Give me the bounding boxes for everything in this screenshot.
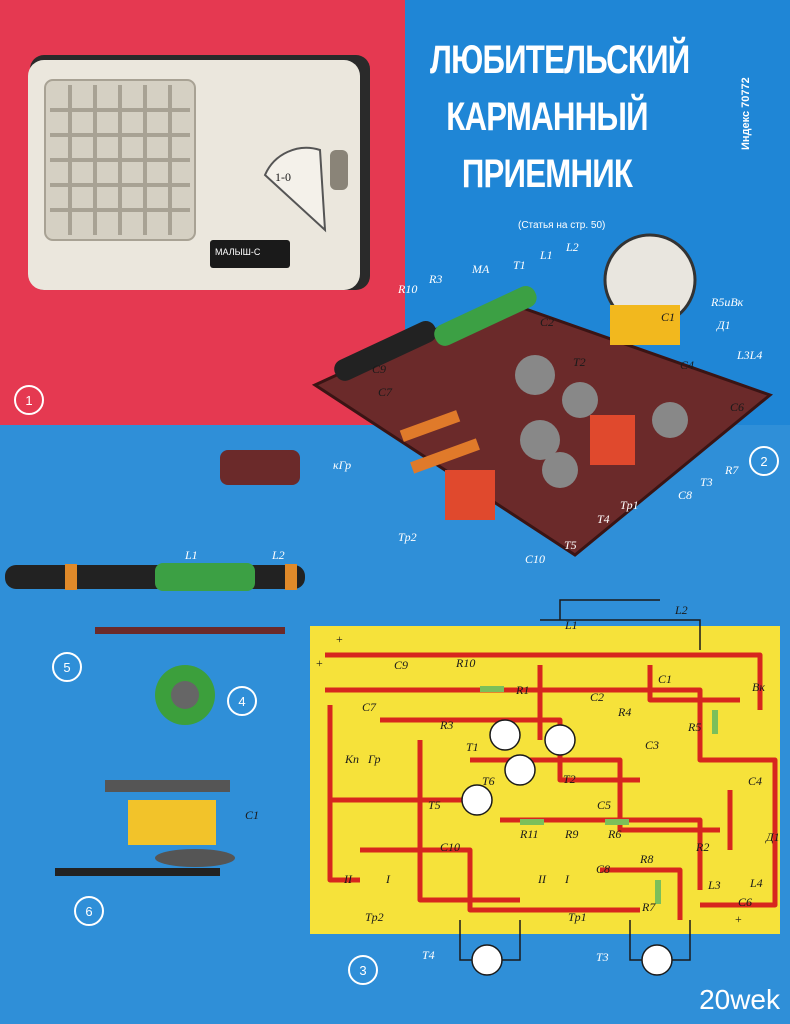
board-label-l3-l4: L3L4 bbox=[737, 348, 763, 362]
schematic-label-tr1: Tр1 bbox=[568, 910, 587, 924]
schematic-label-r3: R3 bbox=[440, 718, 454, 732]
radio-receiver-image bbox=[28, 55, 370, 290]
schematic-label-t4: T4 bbox=[422, 948, 435, 962]
board-label-kgr: кГр bbox=[333, 458, 352, 472]
board-label-c9: C9 bbox=[372, 362, 387, 376]
schematic-board bbox=[310, 599, 780, 976]
title-line-3: ПРИЕМНИК bbox=[461, 152, 633, 196]
board-label-tr1: Tр1 bbox=[620, 498, 639, 512]
board-label-c7: C7 bbox=[378, 385, 393, 399]
schematic-label-gr: Гр bbox=[368, 752, 381, 766]
board-label-l1: L1 bbox=[540, 248, 553, 262]
schematic-label-r11: R11 bbox=[520, 827, 539, 841]
board-label-c1: C1 bbox=[661, 310, 676, 324]
title-line-1: ЛЮБИТЕЛЬСКИЙ bbox=[430, 38, 690, 82]
board-label-t2: T2 bbox=[573, 355, 586, 369]
schematic-label-c10: C10 bbox=[440, 840, 461, 854]
board-label-r7: R7 bbox=[725, 463, 739, 477]
board-label-t1: T1 bbox=[513, 258, 526, 272]
schematic-label-ii-left: II bbox=[344, 872, 352, 886]
board-label-c4: C4 bbox=[680, 358, 695, 372]
schematic-label-c2: C2 bbox=[590, 690, 605, 704]
schematic-label-c6: C6 bbox=[738, 895, 753, 909]
schematic-label-t5: T5 bbox=[428, 798, 441, 812]
variable-capacitor-image bbox=[55, 780, 235, 876]
schematic-label-i-left: I bbox=[386, 872, 390, 886]
board-label-r10: R10 bbox=[398, 282, 418, 296]
figure-number-5: 5 bbox=[52, 652, 82, 682]
schematic-label-c8: C8 bbox=[596, 862, 611, 876]
board-label-r5-vk: R5иВк bbox=[711, 295, 744, 309]
dial-marks: 1-0 bbox=[275, 170, 291, 184]
schematic-label-tr2: Tр2 bbox=[365, 910, 384, 924]
schematic-label-kp: Kп bbox=[345, 752, 360, 766]
schematic-label-r1: R1 bbox=[516, 683, 530, 697]
figure-number-2: 2 bbox=[749, 446, 779, 476]
schematic-label-r9: R9 bbox=[565, 827, 579, 841]
schematic-label-t1: T1 bbox=[466, 740, 479, 754]
schematic-label-t3: T3 bbox=[596, 950, 609, 964]
subtitle: (Статья на стр. 50) bbox=[518, 220, 606, 231]
board-label-l2: L2 bbox=[566, 240, 579, 254]
schematic-label-t6: T6 bbox=[482, 774, 495, 788]
schematic-label-c7: C7 bbox=[362, 700, 377, 714]
schematic-label-plus-c6: + bbox=[735, 912, 742, 926]
schematic-label-plus-left: + bbox=[316, 656, 323, 670]
figure-number-6: 6 bbox=[74, 896, 104, 926]
schematic-label-r7: R7 bbox=[642, 900, 656, 914]
board-label-d1: Д1 bbox=[717, 318, 731, 332]
schematic-label-r6: R6 bbox=[608, 827, 622, 841]
schematic-label-r10: R10 bbox=[456, 656, 476, 670]
page-title: ЛЮБИТЕЛЬСКИЙ КАРМАННЫЙ ПРИЕМНИК bbox=[430, 32, 690, 203]
radio-brand-label: МАЛЫШ-С bbox=[215, 247, 261, 257]
schematic-label-ii-right: II bbox=[538, 872, 546, 886]
board-label-tr2: Tр2 bbox=[398, 530, 417, 544]
schematic-label-l2: L2 bbox=[675, 603, 688, 617]
antenna-label-l1: L1 bbox=[185, 548, 198, 562]
schematic-label-vk: Вк bbox=[752, 680, 765, 694]
board-label-ma: MA bbox=[472, 262, 490, 276]
figure-number-1: 1 bbox=[14, 385, 44, 415]
ferrite-antenna-image bbox=[5, 563, 305, 634]
watermark: 20wek bbox=[699, 984, 780, 1015]
board-label-t4: T4 bbox=[597, 512, 610, 526]
schematic-label-plus-top: + bbox=[336, 632, 343, 646]
figure-number-4: 4 bbox=[227, 686, 257, 716]
pcb-board-image bbox=[220, 233, 774, 557]
schematic-label-l3: L3 bbox=[708, 878, 721, 892]
schematic-label-r2: R2 bbox=[696, 840, 710, 854]
index-number: Индекс 70772 bbox=[740, 77, 752, 150]
schematic-label-c4: C4 bbox=[748, 774, 763, 788]
schematic-label-l1: L1 bbox=[565, 618, 578, 632]
board-label-c10: C10 bbox=[525, 552, 546, 566]
antenna-label-l2: L2 bbox=[272, 548, 285, 562]
schematic-label-c1: C1 bbox=[658, 672, 673, 686]
schematic-label-d1: Д1 bbox=[766, 830, 780, 844]
board-label-c2: C2 bbox=[540, 315, 555, 329]
schematic-label-c3: C3 bbox=[645, 738, 660, 752]
schematic-label-i-right: I bbox=[565, 872, 569, 886]
schematic-label-r5: R5 bbox=[688, 720, 702, 734]
schematic-label-c5: C5 bbox=[597, 798, 612, 812]
variable-resistor-image bbox=[155, 665, 215, 725]
board-label-t5: T5 bbox=[564, 538, 577, 552]
schematic-label-r8: R8 bbox=[640, 852, 654, 866]
schematic-label-r4: R4 bbox=[618, 705, 632, 719]
board-label-c8: C8 bbox=[678, 488, 693, 502]
schematic-label-c9: C9 bbox=[394, 658, 409, 672]
schematic-label-t2: T2 bbox=[563, 772, 576, 786]
figure-number-3: 3 bbox=[348, 955, 378, 985]
title-line-2: КАРМАННЫЙ bbox=[446, 95, 648, 139]
capacitor-label-c1: C1 bbox=[245, 808, 260, 822]
board-label-t3: T3 bbox=[700, 475, 713, 489]
board-label-c6: C6 bbox=[730, 400, 745, 414]
schematic-label-l4: L4 bbox=[750, 876, 763, 890]
board-label-r3: R3 bbox=[429, 272, 443, 286]
